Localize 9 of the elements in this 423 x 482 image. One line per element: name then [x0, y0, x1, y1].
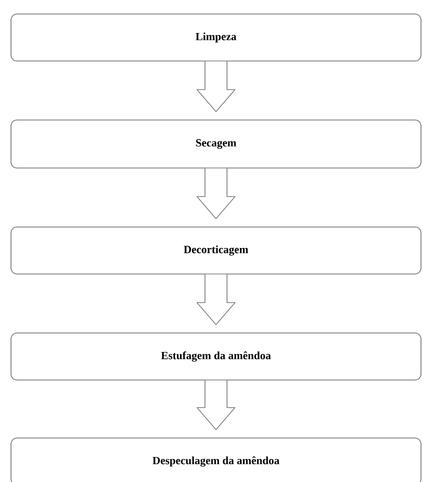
block-arrow	[196, 274, 236, 325]
block-arrow	[196, 168, 236, 219]
process-box: Estufagem da amêndoa	[10, 332, 422, 380]
process-box: Despeculagem da amêndoa	[10, 438, 422, 482]
block-arrow	[196, 380, 236, 430]
process-box: Decorticagem	[10, 226, 422, 274]
process-box: Secagem	[10, 120, 422, 168]
block-arrow	[196, 61, 236, 112]
process-box: Limpeza	[10, 14, 422, 62]
